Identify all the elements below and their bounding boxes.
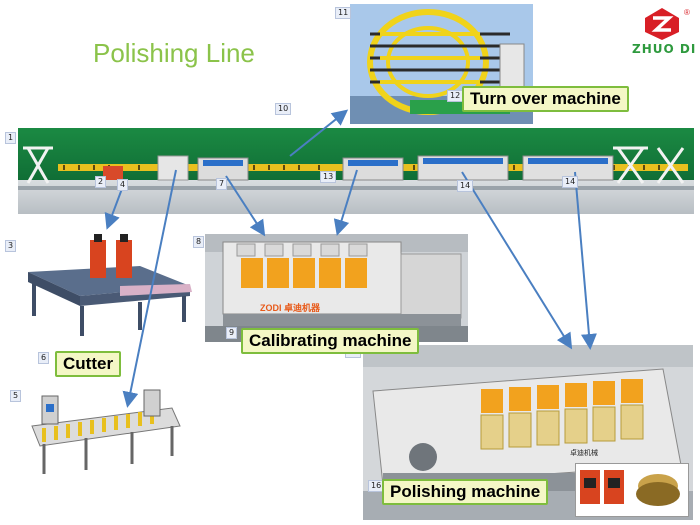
number-tag: 16 [368, 480, 385, 492]
calibrating-brand-text: ZODI 卓迪机器 [260, 303, 320, 313]
number-tag: 4 [117, 179, 129, 191]
number-tag: 2 [95, 176, 107, 188]
calibrating-label: Calibrating machine [241, 328, 420, 354]
number-tag: 3 [5, 240, 17, 252]
logo [642, 6, 682, 42]
logo-text: ZHUO DI [632, 42, 697, 56]
number-tag: 14 [562, 176, 579, 188]
production-line-image [18, 128, 694, 214]
number-tag: 10 [275, 103, 292, 115]
number-tag: 12 [447, 90, 464, 102]
turnover-machine-image [350, 4, 533, 124]
number-tag: 13 [320, 171, 337, 183]
page-title: Polishing Line [93, 38, 255, 68]
polishing-label: Polishing machine [382, 479, 549, 505]
calibrating-machine-image [205, 234, 468, 342]
number-tag: 6 [38, 352, 50, 364]
number-tag: 14 [457, 180, 474, 192]
cutter-image [20, 226, 198, 344]
number-tag: 1 [5, 132, 17, 144]
number-tag: 8 [193, 236, 205, 248]
turnover-label: Turn over machine [462, 86, 629, 112]
polishing-plate-text: 卓迪机械 [570, 450, 598, 457]
number-tag: 7 [216, 178, 228, 190]
number-tag: 11 [335, 7, 352, 19]
cutter-label: Cutter [55, 351, 122, 377]
bridge-cutter-image [22, 386, 184, 482]
number-tag: 5 [10, 390, 22, 402]
logo-registered-mark: ® [684, 8, 690, 17]
number-tag: 9 [226, 327, 238, 339]
polishing-head-inset-image [575, 463, 689, 517]
logo-mark-icon [645, 8, 679, 40]
